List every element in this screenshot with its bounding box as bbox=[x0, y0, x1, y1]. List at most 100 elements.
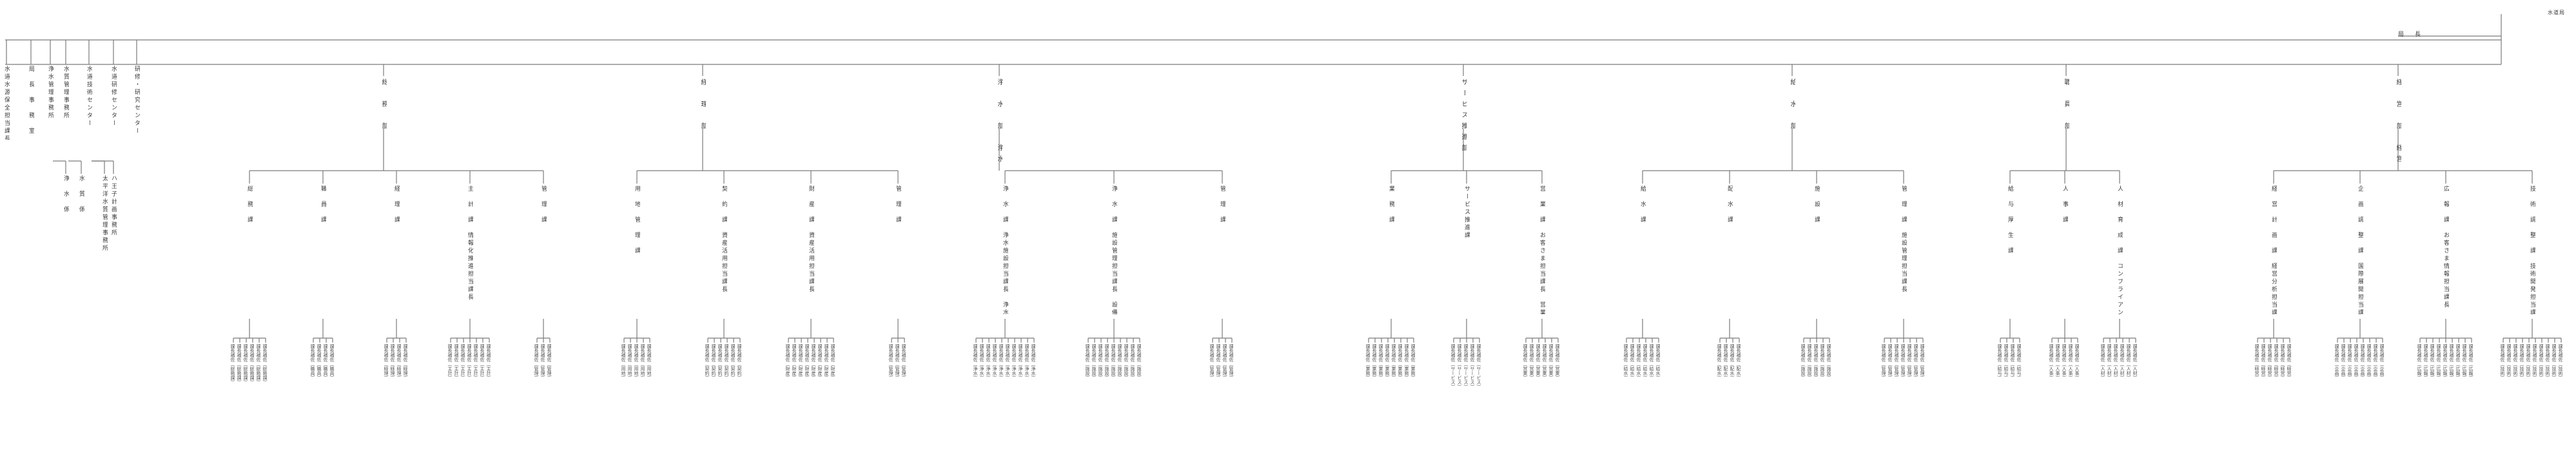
section-label: 財 産 課 資産活用担当課長 bbox=[808, 185, 814, 294]
staff-label: 課長補佐（財産） bbox=[798, 344, 803, 380]
staff-label: 課長補佐（管理） bbox=[1881, 344, 1886, 380]
staff-label: 課長補佐（企画） bbox=[2366, 344, 2372, 380]
left-unit-label: 局 長 事 務 室 bbox=[28, 66, 34, 135]
staff-label: 課長補佐（浄水） bbox=[979, 344, 984, 380]
staff-label: 課長補佐（業務） bbox=[1391, 344, 1396, 380]
staff-label: 課長補佐（用地） bbox=[627, 344, 632, 380]
staff-label: 課長補佐（施設） bbox=[1085, 344, 1090, 380]
staff-label: 課長補佐（給水） bbox=[1655, 344, 1661, 380]
staff-label: 課長補佐（職員） bbox=[317, 344, 322, 380]
staff-label: 課長補佐（浄水） bbox=[999, 344, 1004, 380]
department-label: 給 水 部 bbox=[1789, 79, 1795, 133]
staff-label: 課長補佐（営業） bbox=[1548, 344, 1554, 380]
staff-label: 課長補佐（給水） bbox=[1649, 344, 1654, 380]
staff-label: 課長補佐（広報） bbox=[2462, 344, 2467, 380]
staff-label: 課長補佐（管理） bbox=[1229, 344, 1234, 380]
staff-label: 課長補佐（広報） bbox=[2455, 344, 2461, 380]
staff-label: 課長補佐（施設） bbox=[1104, 344, 1109, 380]
staff-label: 課長補佐（主計） bbox=[467, 344, 472, 380]
left-unit-sub-label: ハ王子計画事務所 bbox=[110, 175, 117, 237]
staff-label: 課長補佐（企画） bbox=[2373, 344, 2378, 380]
staff-label: 課長補佐（管理） bbox=[1216, 344, 1221, 380]
staff-label: 課長補佐（総務課） bbox=[237, 344, 242, 384]
left-unit-sub-label: 水 質 係 bbox=[78, 175, 84, 214]
staff-label: 課長補佐（浄水） bbox=[986, 344, 991, 380]
left-unit-label: 水道技術センター bbox=[86, 66, 92, 128]
staff-label: 課長補佐（浄水） bbox=[992, 344, 997, 380]
staff-label: 課長補佐（企画） bbox=[2354, 344, 2359, 380]
staff-label: 課長補佐（給水） bbox=[1643, 344, 1648, 380]
staff-label: 課長補佐（技術） bbox=[2539, 344, 2544, 380]
section-label: 給 与 厚 生 課 bbox=[2007, 185, 2013, 255]
staff-label: 課長補佐（給与） bbox=[1997, 344, 2002, 380]
left-unit-label: 水道水源保全担当課長 bbox=[3, 66, 10, 140]
staff-label: 課長補佐（業務） bbox=[1398, 344, 1403, 380]
staff-label: 課長補佐（財産） bbox=[817, 344, 823, 380]
staff-label: 課長補佐（人事） bbox=[2049, 344, 2054, 380]
staff-label: 課長補佐（サービス） bbox=[1476, 344, 1481, 389]
section-label: 浄 水 課 施設管理担当課長 設備保全担当課長 浄水施設管理担当課長 bbox=[1111, 185, 1117, 314]
staff-label: 課長補佐（技術） bbox=[2532, 344, 2537, 380]
staff-label: 課長補佐（配水） bbox=[1736, 344, 1741, 380]
section-label: 企 画 調 整 課 国際展開担当課長 事業推進担当課長 bbox=[2357, 185, 2363, 314]
staff-label: 課長補佐（総務課） bbox=[230, 344, 235, 384]
section-label: 経 理 課 bbox=[393, 185, 400, 224]
left-unit-sub-label: 浄 水 係 bbox=[63, 175, 69, 214]
staff-label: 課長補佐（施設） bbox=[1098, 344, 1103, 380]
staff-label: 課長補佐（給与） bbox=[2010, 344, 2015, 380]
section-label: 経 営 計 画 課 経営分析担当課長 bbox=[2270, 185, 2277, 314]
staff-label: 課長補佐（業務） bbox=[1372, 344, 1377, 380]
staff-label: 課長補佐（施設） bbox=[1124, 344, 1129, 380]
staff-label: 課長補佐（給水） bbox=[1630, 344, 1635, 380]
staff-label: 課長補佐（管理） bbox=[547, 344, 552, 380]
section-label: 用 地 管 理 課 bbox=[634, 185, 640, 255]
staff-label: 課長補佐（企画） bbox=[2341, 344, 2346, 380]
staff-label: 課長補佐（用地） bbox=[634, 344, 639, 380]
staff-label: 課長補佐（管理） bbox=[1888, 344, 1893, 380]
staff-label: 課長補佐（職員） bbox=[323, 344, 328, 380]
staff-label: 課長補佐（経営） bbox=[2274, 344, 2279, 380]
left-unit-sub-label: 太平洋水質管理事務所 bbox=[101, 175, 108, 252]
staff-label: 課長補佐（用地） bbox=[640, 344, 645, 380]
section-label: 施 設 課 bbox=[1813, 185, 1820, 224]
staff-label: 課長補佐（営業） bbox=[1542, 344, 1547, 380]
staff-label: 課長補佐（管理） bbox=[540, 344, 545, 380]
staff-label: 課長補佐（施設） bbox=[1091, 344, 1097, 380]
staff-label: 課長補佐（配水） bbox=[1730, 344, 1735, 380]
staff-label: 課長補佐（財産） bbox=[792, 344, 797, 380]
staff-label: 課長補佐（契約） bbox=[730, 344, 736, 380]
staff-label: 課長補佐（人材） bbox=[2132, 344, 2138, 380]
staff-label: 課長補佐（管理） bbox=[895, 344, 900, 380]
staff-label: 課長補佐（管理） bbox=[1907, 344, 1912, 380]
staff-label: 課長補佐（浄水） bbox=[1031, 344, 1036, 380]
department-label: 浄 水 部 浄水課長 bbox=[996, 79, 1002, 162]
staff-label: 課長補佐（人事） bbox=[2068, 344, 2073, 380]
staff-label: 課長補佐（広報） bbox=[2423, 344, 2428, 380]
staff-label: 課長補佐（用地） bbox=[621, 344, 626, 380]
staff-label: 課長補佐（技術） bbox=[2513, 344, 2518, 380]
staff-label: 課長補佐（浄水） bbox=[1018, 344, 1023, 380]
section-label: 契 約 課 資産活用担当課長 bbox=[721, 185, 727, 294]
staff-label: 課長補佐（人材） bbox=[2126, 344, 2131, 380]
staff-label: 課長補佐（経理） bbox=[403, 344, 408, 380]
staff-label: 課長補佐（契約） bbox=[711, 344, 716, 380]
staff-label: 課長補佐（財産） bbox=[805, 344, 810, 380]
staff-label: 課長補佐（主計） bbox=[447, 344, 453, 380]
staff-label: 課長補佐（企画） bbox=[2347, 344, 2352, 380]
staff-label: 課長補佐（施設） bbox=[1826, 344, 1831, 380]
left-unit-label: 水道研修センター bbox=[110, 66, 117, 128]
staff-label: 課長補佐（広報） bbox=[2436, 344, 2441, 380]
staff-label: 課長補佐（人事） bbox=[2055, 344, 2060, 380]
staff-label: 課長補佐（施設） bbox=[1111, 344, 1116, 380]
department-label: サービス推進部 bbox=[1460, 79, 1467, 155]
staff-label: 課長補佐（広報） bbox=[2430, 344, 2435, 380]
staff-label: 課長補佐（給水） bbox=[1623, 344, 1628, 380]
staff-label: 課長補佐（広報） bbox=[2443, 344, 2448, 380]
staff-label: 課長補佐（技術） bbox=[2506, 344, 2512, 380]
staff-label: 課長補佐（経理） bbox=[390, 344, 395, 380]
section-label: 管 理 課 施設管理担当課長 bbox=[1900, 185, 1907, 294]
section-label: 管 理 課 bbox=[540, 185, 547, 224]
staff-label: 課長補佐（営業） bbox=[1529, 344, 1534, 380]
section-label: サービス推進課 bbox=[1463, 185, 1470, 240]
left-unit-label: 浄水管理事務所 bbox=[47, 66, 54, 120]
